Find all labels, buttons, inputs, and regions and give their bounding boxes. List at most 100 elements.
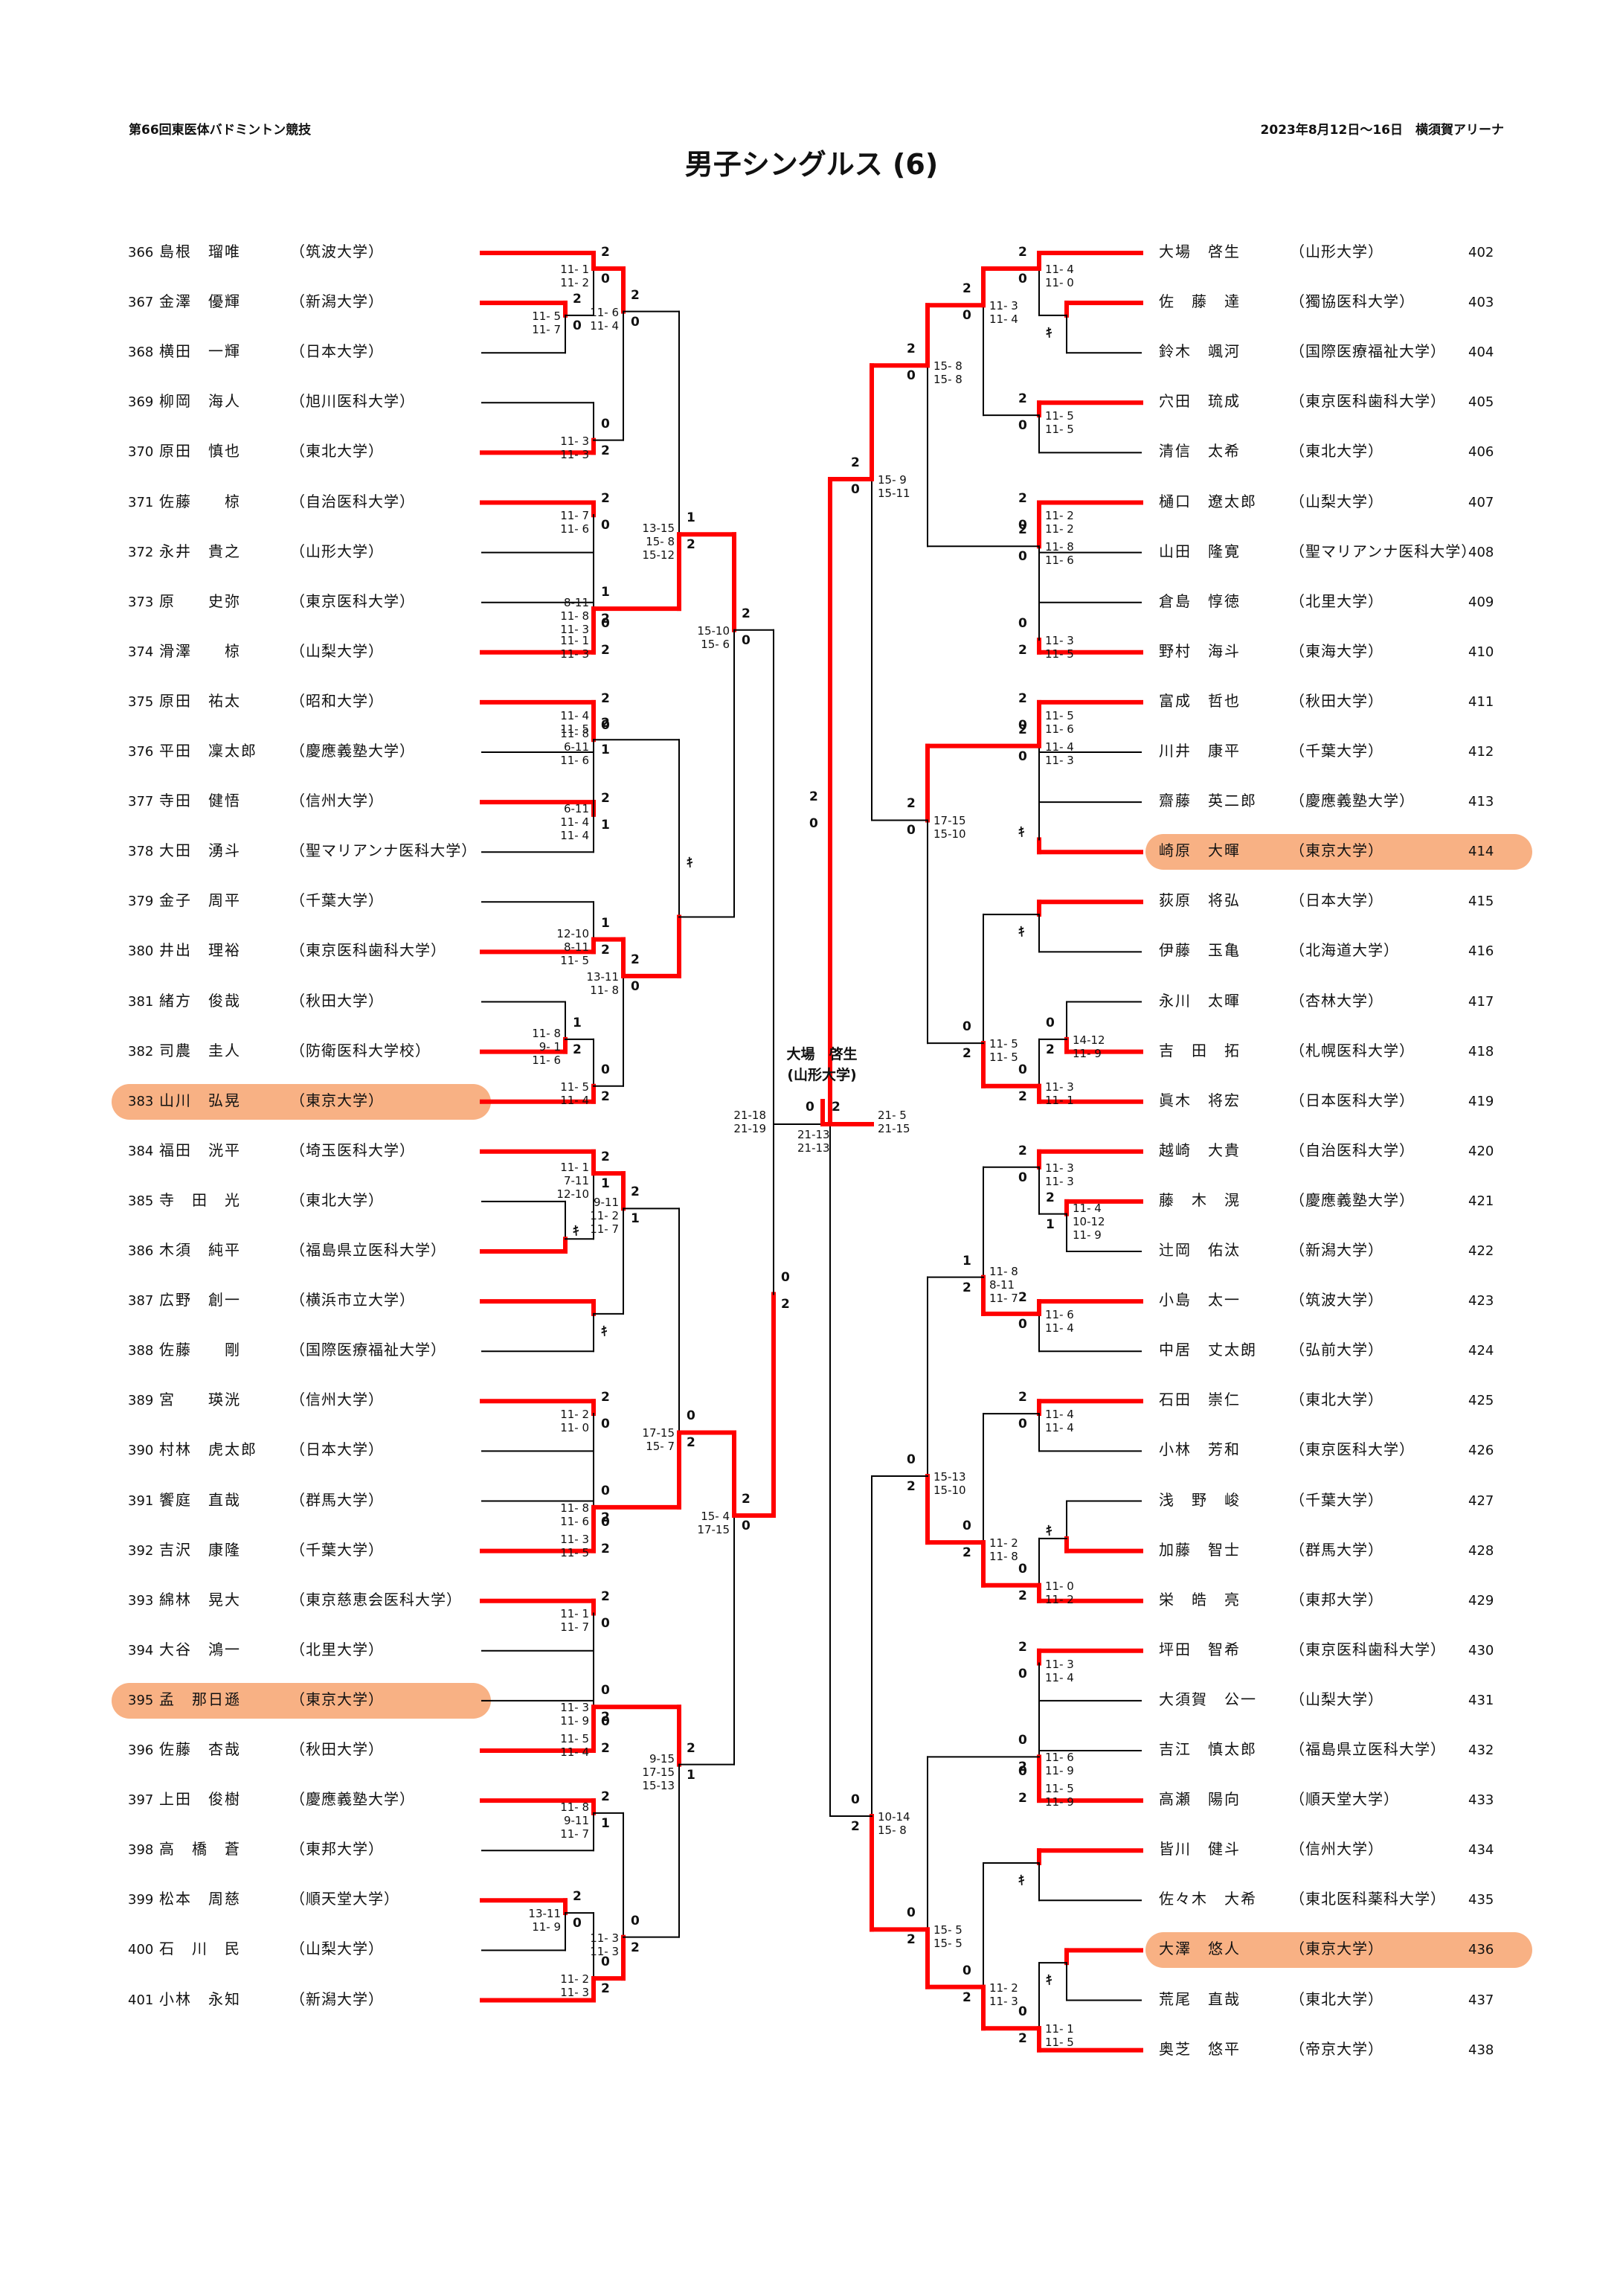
set-scores: 11- 3 11- 5 <box>1045 634 1074 661</box>
games-won: 2 <box>601 1789 610 1804</box>
draw-number: 381 <box>128 993 154 1010</box>
games-won: 1 <box>631 1211 640 1227</box>
player-name: 吉沢 康隆 <box>159 1540 241 1559</box>
draw-number: 424 <box>1468 1343 1494 1359</box>
player-name: 横田 一輝 <box>159 342 241 361</box>
set-scores: 11- 6 11- 4 <box>1045 1307 1074 1335</box>
player-name: 佐藤 杏哉 <box>159 1740 241 1758</box>
games-won: 0 <box>1018 717 1027 733</box>
games-won: 2 <box>601 643 610 658</box>
draw-number: 382 <box>128 1043 154 1059</box>
player-university: （東海大学） <box>1290 641 1383 660</box>
games-won: 2 <box>907 1478 916 1494</box>
games-won: 0 <box>1018 1666 1027 1681</box>
player-row: 大澤 悠人（東京大学）436 <box>1159 1937 1500 1960</box>
player-university: （東京医科歯科大学） <box>1290 1640 1446 1658</box>
games-won: 0 <box>1018 748 1027 764</box>
player-name: 福田 洸平 <box>159 1141 241 1159</box>
draw-number: 436 <box>1468 1942 1494 1958</box>
player-row: 伊藤 玉亀（北海道大学）416 <box>1159 939 1500 961</box>
set-scores: 11- 5 11- 7 <box>532 309 561 336</box>
player-row: 穴田 琉成（東京医科歯科大学）405 <box>1159 390 1500 412</box>
set-scores: 11- 8 11- 6 <box>560 1501 589 1528</box>
games-won: 2 <box>1018 1760 1027 1775</box>
games-won: 2 <box>1018 1088 1027 1104</box>
draw-number: 425 <box>1468 1393 1494 1409</box>
draw-number: 418 <box>1468 1043 1494 1059</box>
games-won: 0 <box>601 1417 610 1432</box>
games-won: 0 <box>601 271 610 286</box>
player-name: 鈴木 颯河 <box>1159 342 1241 361</box>
player-row: 坪田 智希（東京医科歯科大学）430 <box>1159 1638 1500 1661</box>
draw-number: 385 <box>128 1193 154 1209</box>
player-name: 吉江 慎太郎 <box>1159 1740 1257 1758</box>
draw-number: 371 <box>128 494 154 510</box>
draw-number: 419 <box>1468 1093 1494 1109</box>
player-university: （昭和大学） <box>290 691 384 710</box>
set-scores: 12-10 8-11 11- 5 <box>556 926 589 967</box>
games-won: 0 <box>601 1683 610 1699</box>
player-university: （慶應義塾大学） <box>1290 792 1415 810</box>
player-row: 佐 藤 達（獨協医科大学）403 <box>1159 290 1500 312</box>
games-won: 2 <box>1018 491 1027 507</box>
draw-number: 390 <box>128 1443 154 1459</box>
champion-name: 大場 啓生 <box>786 1046 858 1062</box>
player-name: 広野 創一 <box>159 1291 241 1309</box>
player-university: （獨協医科大学） <box>1290 292 1415 311</box>
set-scores: 10-14 15- 8 <box>878 1810 910 1837</box>
player-university: （千葉大学） <box>1290 1490 1383 1509</box>
games-won: 2 <box>631 1184 640 1200</box>
set-scores: 11- 1 11- 5 <box>1045 2022 1074 2050</box>
games-won: 2 <box>601 1710 610 1725</box>
games-won: 0 <box>962 1963 971 1978</box>
player-name: 小林 永知 <box>159 1989 241 2008</box>
player-name: 眞木 将宏 <box>1159 1091 1241 1109</box>
player-name: 寺田 健悟 <box>159 792 241 810</box>
player-name: 原 史弥 <box>159 591 241 610</box>
games-won: 2 <box>601 1088 610 1104</box>
games-won: 2 <box>1046 1042 1055 1057</box>
player-university: （自治医科大学） <box>1290 1141 1415 1159</box>
player-university: （埼玉医科大学） <box>290 1141 415 1159</box>
games-won: 2 <box>631 952 640 967</box>
draw-number: 369 <box>128 394 154 411</box>
games-won: 1 <box>601 743 610 758</box>
games-won: 2 <box>851 1819 860 1834</box>
games-won: 0 <box>601 1062 610 1077</box>
draw-number: 422 <box>1468 1243 1494 1259</box>
set-scores: 11- 3 11- 9 <box>560 1701 589 1728</box>
player-row: 鈴木 颯河（国際医療福祉大学）404 <box>1159 340 1500 362</box>
draw-number: 435 <box>1468 1892 1494 1908</box>
set-scores: 11- 3 11- 4 <box>1045 1657 1074 1684</box>
player-university: （群馬大学） <box>1290 1540 1383 1559</box>
player-university: （山形大学） <box>1290 243 1383 260</box>
games-won: 1 <box>687 510 695 526</box>
set-scores: 11- 3 11- 3 <box>1045 1161 1074 1188</box>
player-university: （東京慈恵会医科大学） <box>290 1590 462 1609</box>
games-won: 2 <box>601 1390 610 1405</box>
set-scores: 8-11 11- 8 11- 3 <box>560 596 589 637</box>
player-name: 小林 芳和 <box>1159 1440 1241 1459</box>
player-row: 川井 康平（千葉大学）412 <box>1159 740 1500 762</box>
draw-number: 416 <box>1468 943 1494 960</box>
player-name: 加藤 智士 <box>1159 1540 1241 1559</box>
draw-number: 437 <box>1468 1992 1494 2008</box>
player-name: 大澤 悠人 <box>1159 1940 1241 1958</box>
player-row: 荻原 将弘（日本大学）415 <box>1159 889 1500 911</box>
player-university: （千葉大学） <box>1290 742 1383 760</box>
player-row: 吉江 慎太郎（福島県立医科大学）432 <box>1159 1738 1500 1760</box>
player-name: 富成 哲也 <box>1159 691 1241 710</box>
draw-number: 401 <box>128 1992 154 2008</box>
player-name: 荒尾 直哉 <box>1159 1989 1241 2008</box>
player-row: 奥芝 悠平（帝京大学）438 <box>1159 2038 1500 2060</box>
walkover-mark: ｷ <box>573 1224 579 1240</box>
walkover-mark: ｷ <box>1018 924 1025 940</box>
draw-number: 406 <box>1468 444 1494 461</box>
set-scores: 11- 3 11- 4 <box>989 299 1018 327</box>
games-won: 2 <box>1018 643 1027 658</box>
